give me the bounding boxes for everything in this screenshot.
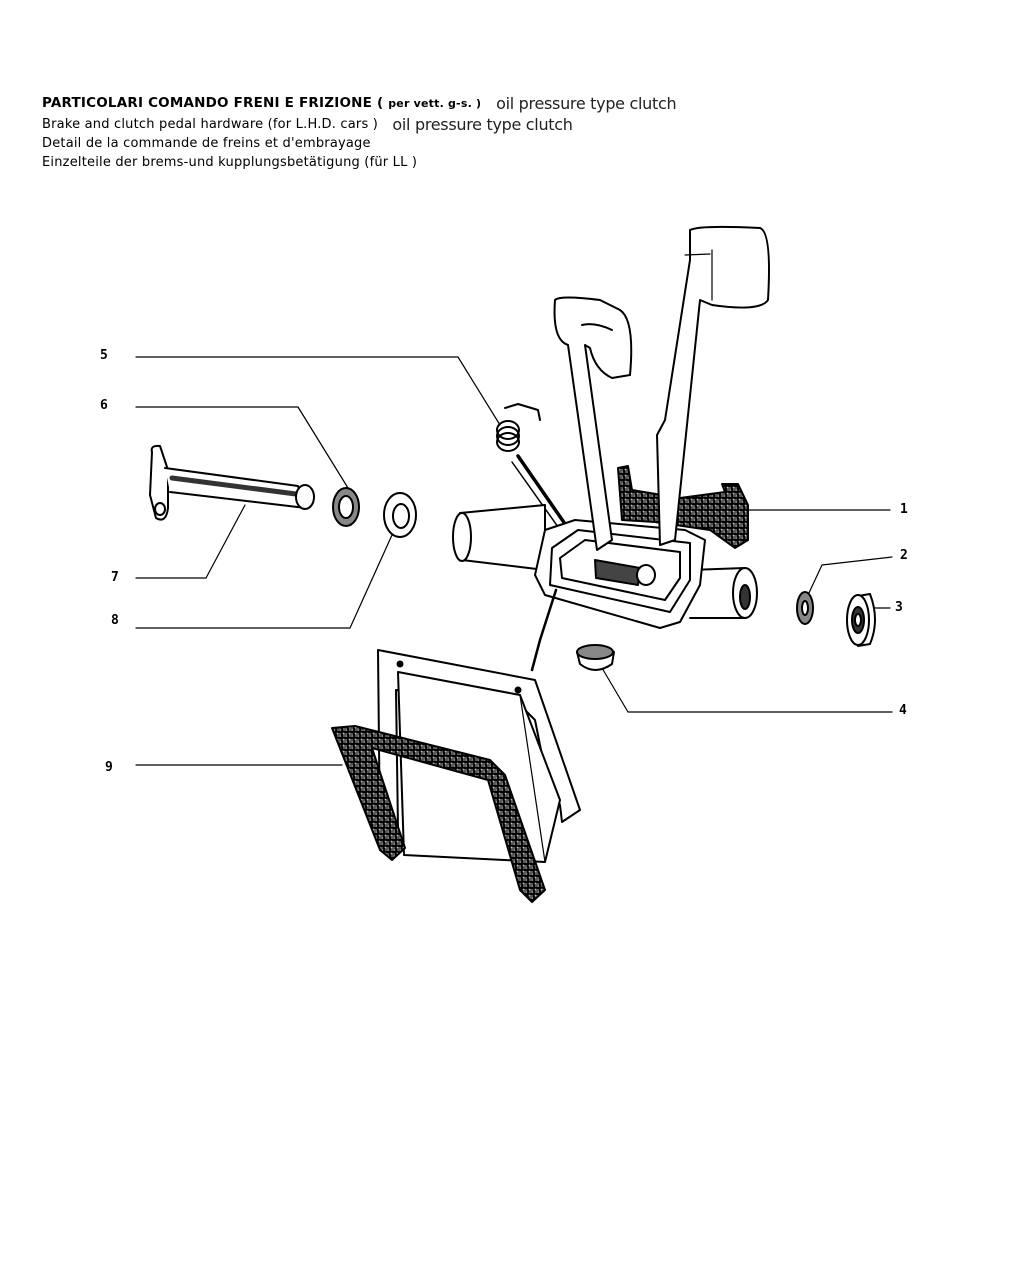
washer-part-2 <box>796 591 814 625</box>
leader-8 <box>135 534 393 629</box>
shaft-part-7 <box>149 444 315 521</box>
heading-note-2: oil pressure type clutch <box>392 115 573 134</box>
heading-german: Einzelteile der brems-und kupplungsbetät… <box>42 155 418 170</box>
heading-note-1: oil pressure type clutch <box>496 94 677 113</box>
heading-italian: PARTICOLARI COMANDO FRENI E FRIZIONE ( p… <box>42 94 677 113</box>
seal-part-6 <box>332 487 360 527</box>
callout-2: 2 <box>900 548 908 563</box>
diagram-heading: PARTICOLARI COMANDO FRENI E FRIZIONE ( p… <box>42 92 677 172</box>
heading-french: Detail de la commande de freins et d'emb… <box>42 136 371 151</box>
washer-part-8 <box>383 492 417 538</box>
callout-5: 5 <box>100 348 108 363</box>
callout-4: 4 <box>899 703 907 718</box>
leader-7 <box>135 504 246 579</box>
callout-1: 1 <box>900 502 908 517</box>
leader-5 <box>135 356 501 426</box>
boot-cover-part-9 <box>331 649 581 903</box>
leader-4 <box>601 667 893 713</box>
leader-2 <box>807 556 893 596</box>
callout-3: 3 <box>895 600 903 615</box>
callout-7: 7 <box>111 570 119 585</box>
pedal-assembly-part-1 <box>452 225 770 672</box>
nut-part-3 <box>846 593 876 647</box>
callout-6: 6 <box>100 398 108 413</box>
plug-part-4 <box>576 644 615 671</box>
callout-9: 9 <box>105 760 113 775</box>
leader-lines <box>135 356 893 766</box>
callout-8: 8 <box>111 613 119 628</box>
heading-english: Brake and clutch pedal hardware (for L.H… <box>42 115 573 134</box>
leader-6 <box>135 406 349 489</box>
